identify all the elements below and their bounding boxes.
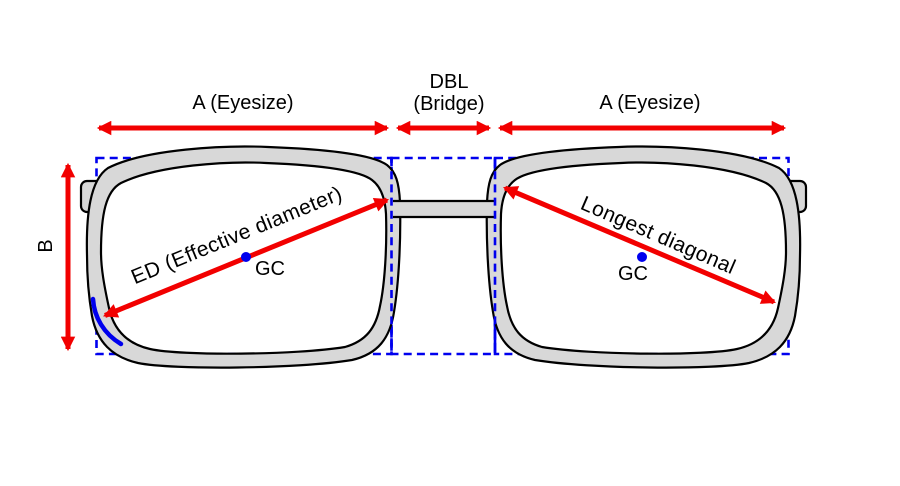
glasses-frame — [79, 145, 808, 369]
bridge-label: (Bridge) — [413, 93, 485, 115]
eyesize-right-label: A (Eyesize) — [599, 92, 701, 114]
gc-label-left: GC — [255, 258, 285, 280]
longest-diagonal-arrow — [502, 185, 777, 305]
bridge-box-edges-overlay — [390, 158, 497, 354]
gc-label-right: GC — [618, 263, 648, 285]
gc-dot-left — [241, 252, 251, 262]
bridge-bar — [393, 201, 494, 217]
left-lens-rim — [79, 145, 402, 369]
gc-dot-right — [637, 252, 647, 262]
left-rim-shape — [85, 145, 402, 369]
b-label: B — [35, 239, 57, 253]
lens-circle-arc — [90, 296, 124, 347]
dbl-bridge-label: DBL (Bridge) — [413, 71, 484, 115]
bridge-box — [390, 156, 497, 356]
dbl-label: DBL — [429, 71, 469, 93]
eyesize-left-label: A (Eyesize) — [192, 92, 294, 114]
measurement-arrows — [60, 120, 787, 352]
